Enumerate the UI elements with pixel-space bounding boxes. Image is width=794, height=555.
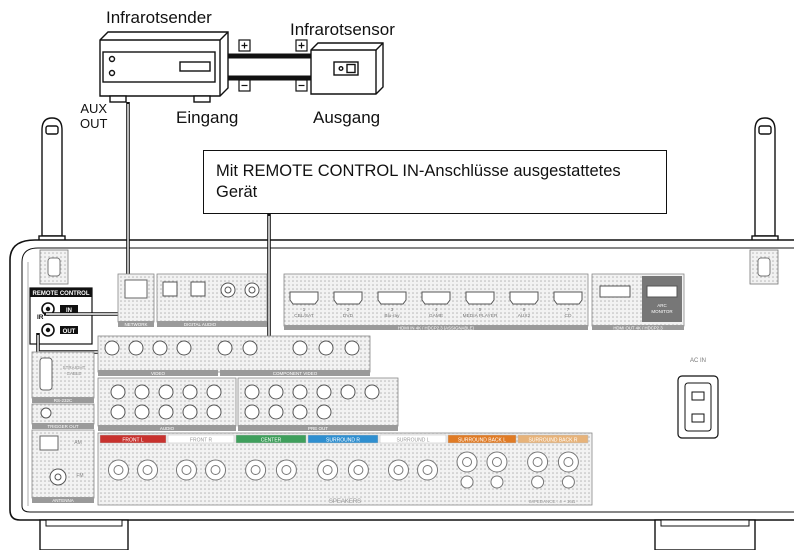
pre-out-label: PRE OUT [308, 426, 328, 431]
svg-text:CABLE: CABLE [67, 371, 82, 376]
ac-in-label: AC IN [690, 358, 706, 364]
ir-transmitter [99, 31, 229, 103]
ac-in: AC IN [677, 358, 719, 439]
hdmi-in-port-label: 3 [391, 307, 394, 313]
rs232c-label: RS-232C [54, 398, 73, 403]
impedance-label: IMPEDANCE : 4 ~ 16Ω [529, 499, 576, 504]
speaker-group-label: SURROUND R [326, 438, 360, 444]
hdmi-out-group: ARC MONITOR HDMI OUT 4K / HDCP2.3 [591, 273, 685, 331]
speaker-terminal-group: SURROUND R [307, 434, 379, 481]
am-label: AM [74, 440, 82, 446]
hdmi-in-port-label: 4 [435, 307, 438, 313]
digital-audio-label: DIGITAL AUDIO [184, 322, 217, 327]
speaker-terminal-group: CENTER [235, 434, 307, 481]
ir-label: IR [37, 314, 44, 321]
audio-label: AUDIO [160, 426, 175, 431]
output-label: Ausgang [313, 108, 381, 127]
hdmi-in-port-label: DVD [343, 313, 354, 319]
component-label: COMPONENT VIDEO [273, 371, 318, 376]
speaker-terminal-group: FRONT L [99, 434, 167, 481]
ir-in-label: IN [66, 308, 72, 314]
speaker-terminal-group: FRONT R [167, 434, 235, 481]
right-antenna [751, 117, 779, 249]
svg-text:STRAIGHT: STRAIGHT [63, 365, 86, 370]
ir-sensor [310, 42, 384, 95]
speaker-group-label: SURROUND BACK L [458, 438, 506, 444]
hdmi-in-port-label: 2 [347, 307, 350, 313]
hdmi-in-caption: HDMI IN 4K / HDCP2.3 (ASSIGNABLE) [398, 326, 474, 331]
device-note-callout: Mit REMOTE CONTROL IN-Anschlüsse ausgest… [203, 150, 667, 214]
hdmi-in-port-label: MEDIA PLAYER [463, 313, 498, 319]
hdmi-in-group: HDMI IN 4K / HDCP2.3 (ASSIGNABLE) 1CBL/S… [283, 273, 589, 331]
ir-link-wires [228, 53, 311, 81]
remote-control-block: REMOTE CONTROL IR IN OUT [29, 287, 93, 345]
speaker-group-label: FRONT R [190, 438, 213, 444]
hdmi-out-caption: HDMI OUT 4K / HDCP2.3 [613, 326, 663, 331]
fm-label: FM [76, 473, 83, 479]
speaker-group-label: SURROUND BACK R [529, 438, 578, 444]
svg-text:MONITOR: MONITOR [651, 309, 673, 314]
remote-control-label: REMOTE CONTROL [33, 291, 90, 297]
sensor-terminals [295, 39, 308, 92]
antenna-label: ANTENNA [52, 498, 74, 503]
speaker-terminal-group: SURROUND L [379, 434, 447, 481]
hdmi-in-port-label: Blu-ray [384, 313, 400, 319]
transmitter-terminals [238, 39, 251, 92]
hdmi-in-port-label: 1 [303, 307, 306, 313]
ir-out-label: OUT [63, 329, 76, 335]
network-digital-audio: NETWORK DIGITAL AUDIO [117, 273, 268, 327]
speaker-terminal-group: SURROUND BACK R [517, 434, 589, 489]
hdmi-in-port-label: CD [565, 313, 572, 319]
network-label: NETWORK [125, 322, 148, 327]
audio-preout: AUDIO PRE OUT [97, 377, 399, 431]
video-component: VIDEO COMPONENT VIDEO [97, 335, 371, 376]
left-connectors: STRAIGHT CABLE RS-232C TRIGGER OUT AM FM… [31, 351, 95, 503]
left-antenna [38, 117, 66, 249]
speaker-terminal-group: SURROUND BACK L [447, 434, 517, 489]
speakers-label: SPEAKERS [329, 499, 361, 505]
hdmi-in-port: 7CD [553, 291, 583, 319]
hdmi-in-port-label: AUX2 [518, 313, 531, 319]
speaker-group-label: CENTER [261, 438, 282, 444]
input-label: Eingang [176, 108, 239, 127]
speaker-group-label: FRONT L [122, 438, 144, 444]
hdmi-in-port-label: 7 [567, 307, 570, 313]
transmitter-label: Infrarotsender [106, 8, 212, 27]
trigger-out-label: TRIGGER OUT [47, 424, 79, 429]
speaker-group-label: SURROUND L [396, 438, 429, 444]
speakers: FRONT L FRONT R CENTER SURROUND R SURROUND L… [97, 432, 593, 506]
hdmi-in-port-label: GAME [429, 313, 443, 319]
hdmi-in-port-label: 5 [479, 307, 482, 313]
hdmi-in-port-label: CBL/SAT [294, 313, 314, 319]
svg-text:ARC: ARC [657, 303, 667, 308]
hdmi-in-port-label: 6 [523, 307, 526, 313]
sensor-label: Infrarotsensor [290, 20, 395, 39]
aux-out-label: AUX OUT [80, 101, 108, 131]
device-note-text: Mit REMOTE CONTROL IN-Anschlüsse ausgest… [216, 162, 621, 201]
video-label: VIDEO [151, 371, 166, 376]
